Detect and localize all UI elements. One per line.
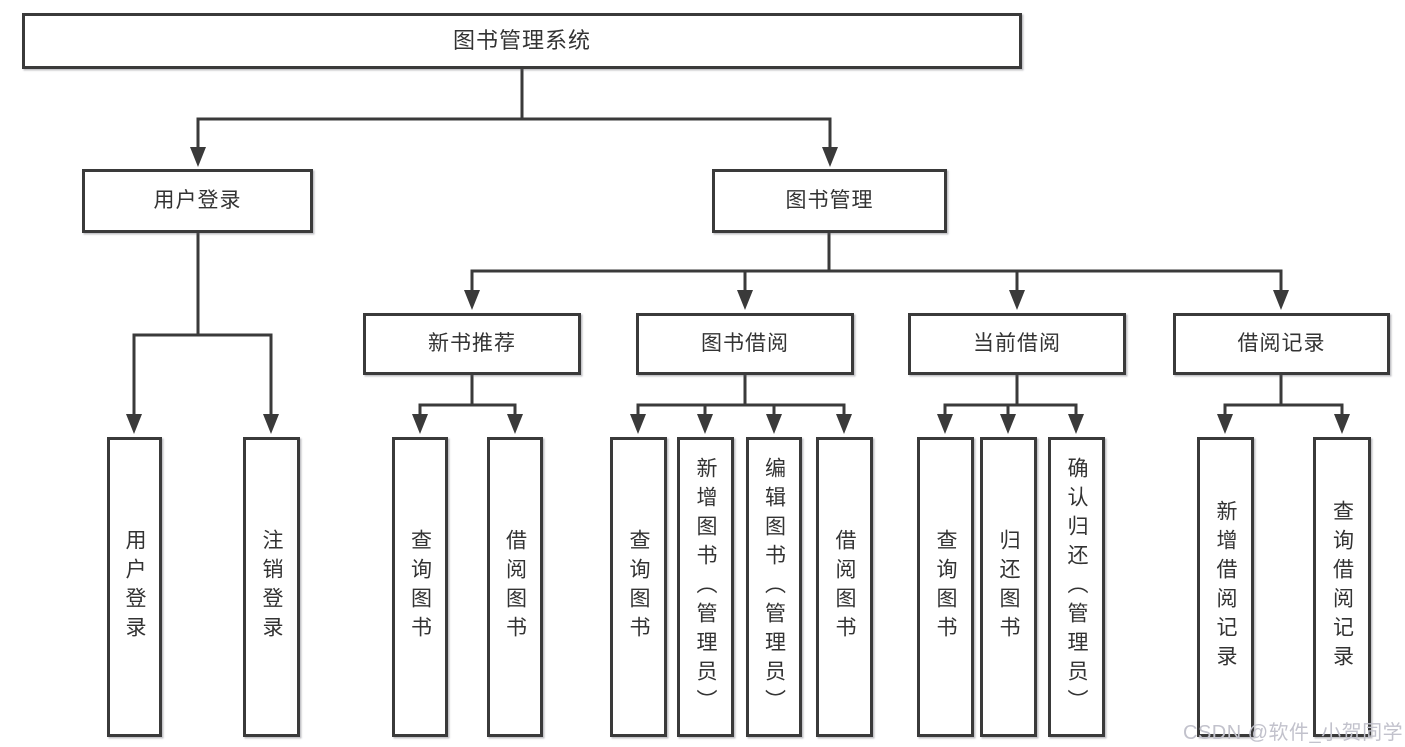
node-leaf-borrow-books-recommend: 借阅图书 — [487, 437, 543, 737]
connector-path-6 — [1223, 373, 1344, 418]
node-leaf-add-borrow-record: 新增借阅记录 — [1197, 437, 1254, 737]
arrowhead-1-1 — [263, 414, 279, 434]
node-leaf-add-book-admin: 新增图书（管理员） — [677, 437, 734, 737]
node-leaf-borrow-books-borrow: 借阅图书 — [816, 437, 873, 737]
connector-path-3 — [418, 373, 517, 418]
node-leaf-confirm-return-admin: 确认归还（管理员） — [1048, 437, 1105, 737]
node-book-management: 图书管理 — [712, 169, 947, 233]
arrowhead-3-0 — [412, 414, 428, 434]
node-current-borrowing: 当前借阅 — [908, 313, 1126, 375]
arrowhead-4-1 — [697, 414, 713, 434]
node-leaf-query-books-current: 查询图书 — [917, 437, 974, 737]
connector-path-0 — [196, 67, 832, 151]
node-borrowing-records: 借阅记录 — [1173, 313, 1390, 375]
node-leaf-query-books-borrow: 查询图书 — [610, 437, 667, 737]
connector-path-4 — [636, 373, 846, 418]
node-label-user-login: 用户登录 — [153, 189, 242, 213]
arrowhead-1-0 — [126, 414, 142, 434]
node-leaf-return-books: 归还图书 — [980, 437, 1037, 737]
arrowhead-2-0 — [464, 290, 480, 310]
node-label-leaf-add-book-admin: 新增图书（管理员） — [694, 456, 717, 718]
arrowhead-5-0 — [937, 414, 953, 434]
node-leaf-user-login: 用户登录 — [107, 437, 162, 737]
arrowhead-6-0 — [1217, 414, 1233, 434]
node-label-leaf-logout-login: 注销登录 — [260, 529, 283, 645]
arrowhead-2-2 — [1009, 290, 1025, 310]
node-label-leaf-return-books: 归还图书 — [997, 529, 1020, 645]
connector-path-2 — [470, 231, 1283, 294]
arrowhead-4-3 — [836, 414, 852, 434]
arrowhead-0-1 — [822, 147, 838, 167]
node-label-leaf-edit-book-admin: 编辑图书（管理员） — [762, 456, 786, 718]
arrowhead-2-3 — [1273, 290, 1289, 310]
connector-path-1 — [132, 231, 273, 418]
arrowhead-5-1 — [1000, 414, 1016, 434]
arrowhead-4-2 — [766, 414, 782, 434]
node-leaf-query-books-recommend: 查询图书 — [392, 437, 448, 737]
node-label-book-borrowing: 图书借阅 — [701, 332, 789, 356]
node-system-root: 图书管理系统 — [22, 13, 1022, 69]
arrowhead-3-1 — [507, 414, 523, 434]
arrowhead-5-2 — [1068, 414, 1084, 434]
node-label-leaf-query-books-recommend: 查询图书 — [408, 529, 432, 645]
node-label-leaf-add-borrow-record: 新增借阅记录 — [1214, 500, 1237, 674]
node-user-login: 用户登录 — [82, 169, 313, 233]
node-leaf-logout-login: 注销登录 — [243, 437, 300, 737]
arrowhead-4-0 — [630, 414, 646, 434]
arrowhead-2-1 — [737, 290, 753, 310]
node-new-book-recommendation: 新书推荐 — [363, 313, 581, 375]
csdn-watermark: CSDN @软件_小贺同学 — [1183, 722, 1404, 744]
arrowhead-0-0 — [190, 147, 206, 167]
node-label-leaf-query-books-current: 查询图书 — [934, 529, 957, 645]
node-label-leaf-query-borrow-record: 查询借阅记录 — [1330, 500, 1354, 674]
node-leaf-query-borrow-record: 查询借阅记录 — [1313, 437, 1371, 737]
arrowhead-6-1 — [1334, 414, 1350, 434]
node-label-leaf-query-books-borrow: 查询图书 — [627, 529, 650, 645]
node-label-new-book-recommendation: 新书推荐 — [428, 332, 516, 356]
node-label-book-management: 图书管理 — [785, 189, 874, 213]
node-label-borrowing-records: 借阅记录 — [1237, 332, 1326, 356]
node-label-system-root: 图书管理系统 — [452, 27, 591, 53]
node-label-leaf-confirm-return-admin: 确认归还（管理员） — [1065, 456, 1088, 718]
node-label-leaf-borrow-books-borrow: 借阅图书 — [833, 529, 856, 645]
node-label-leaf-user-login: 用户登录 — [123, 529, 146, 645]
node-leaf-edit-book-admin: 编辑图书（管理员） — [746, 437, 802, 737]
connector-path-5 — [943, 373, 1078, 418]
node-label-leaf-borrow-books-recommend: 借阅图书 — [503, 529, 527, 645]
node-book-borrowing: 图书借阅 — [636, 313, 854, 375]
node-label-current-borrowing: 当前借阅 — [973, 332, 1061, 356]
